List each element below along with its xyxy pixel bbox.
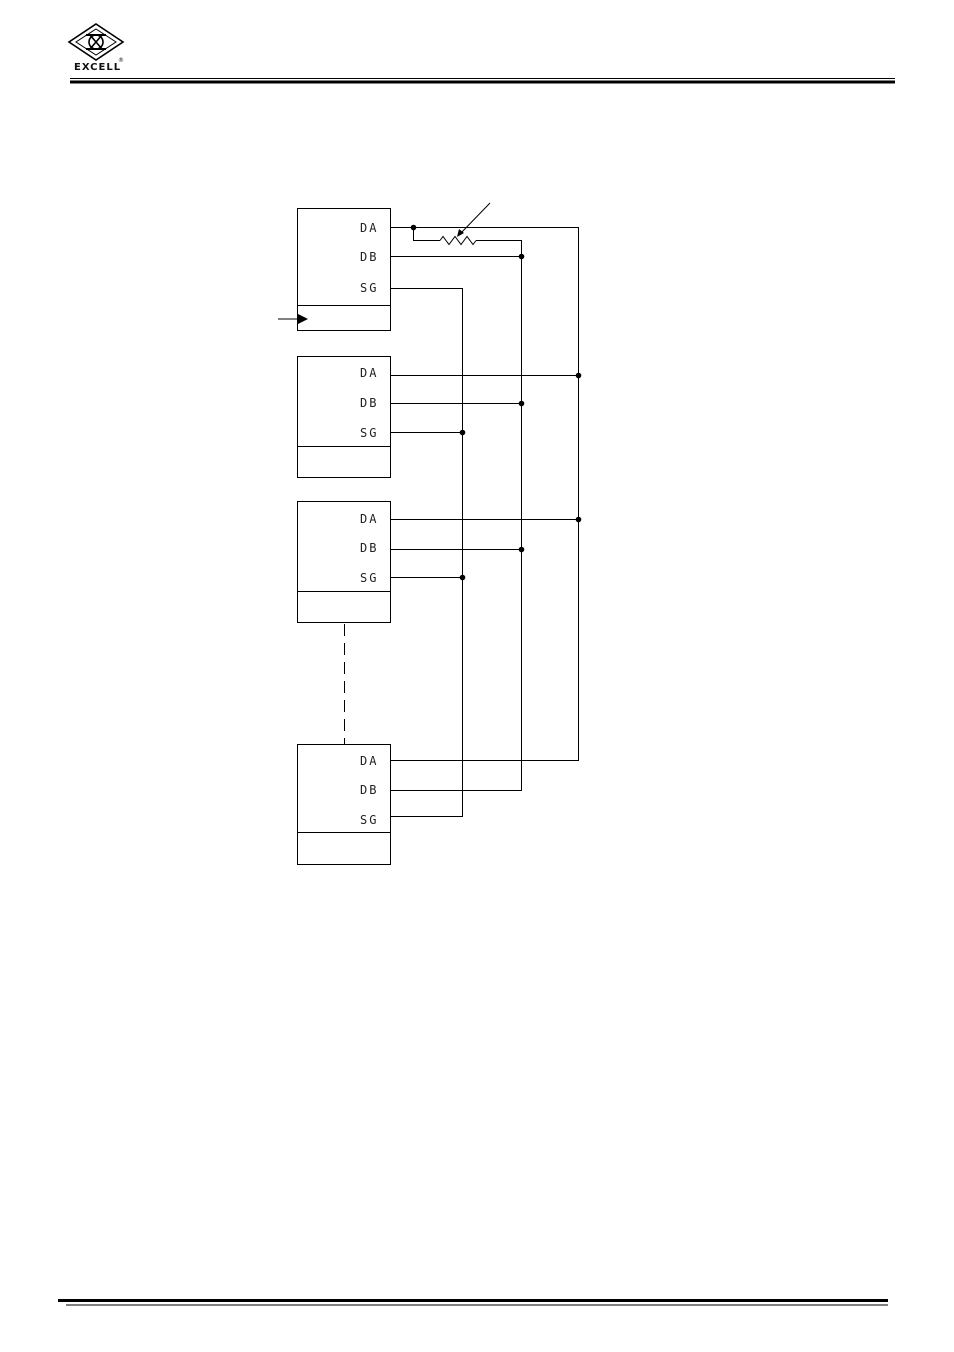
resistor-pointer xyxy=(457,203,490,237)
unit-3-pin-sg: SG xyxy=(360,571,378,585)
junction-dot xyxy=(519,254,525,260)
header-rule xyxy=(70,79,895,83)
sg-bus xyxy=(391,289,463,817)
input-arrow-icon xyxy=(278,314,308,324)
junction-dot xyxy=(460,575,466,581)
unit-3-pin-db: DB xyxy=(360,541,378,555)
brand-name: EXCELL xyxy=(74,62,121,73)
unit-3: DA DB SG xyxy=(298,502,391,623)
unit-4-pin-da: DA xyxy=(360,754,378,768)
junction-dot xyxy=(576,373,582,379)
unit-3-pin-da: DA xyxy=(360,512,378,526)
junction-dot xyxy=(411,225,417,231)
junction-dots xyxy=(411,225,582,581)
unit-1-pin-db: DB xyxy=(360,250,378,264)
excell-logo xyxy=(69,24,123,60)
unit-2-pin-da: DA xyxy=(360,366,378,380)
unit-2-pin-db: DB xyxy=(360,396,378,410)
unit-4-pin-db: DB xyxy=(360,783,378,797)
unit-2-pin-sg: SG xyxy=(360,426,378,440)
unit-2: DA DB SG xyxy=(298,357,391,478)
db-bus xyxy=(391,257,522,791)
junction-dot xyxy=(576,517,582,523)
unit-4: DA DB SG xyxy=(298,745,391,865)
footer-rule xyxy=(58,1301,888,1306)
unit-4-pin-sg: SG xyxy=(360,813,378,827)
junction-dot xyxy=(519,547,525,553)
unit-1-pin-sg: SG xyxy=(360,281,378,295)
registered-mark: ® xyxy=(118,57,124,64)
junction-dot xyxy=(460,430,466,436)
unit-1: DA DB SG xyxy=(278,209,391,331)
unit-1-pin-da: DA xyxy=(360,221,378,235)
junction-dot xyxy=(519,401,525,407)
da-bus xyxy=(391,228,579,761)
termination-resistor xyxy=(414,228,522,257)
